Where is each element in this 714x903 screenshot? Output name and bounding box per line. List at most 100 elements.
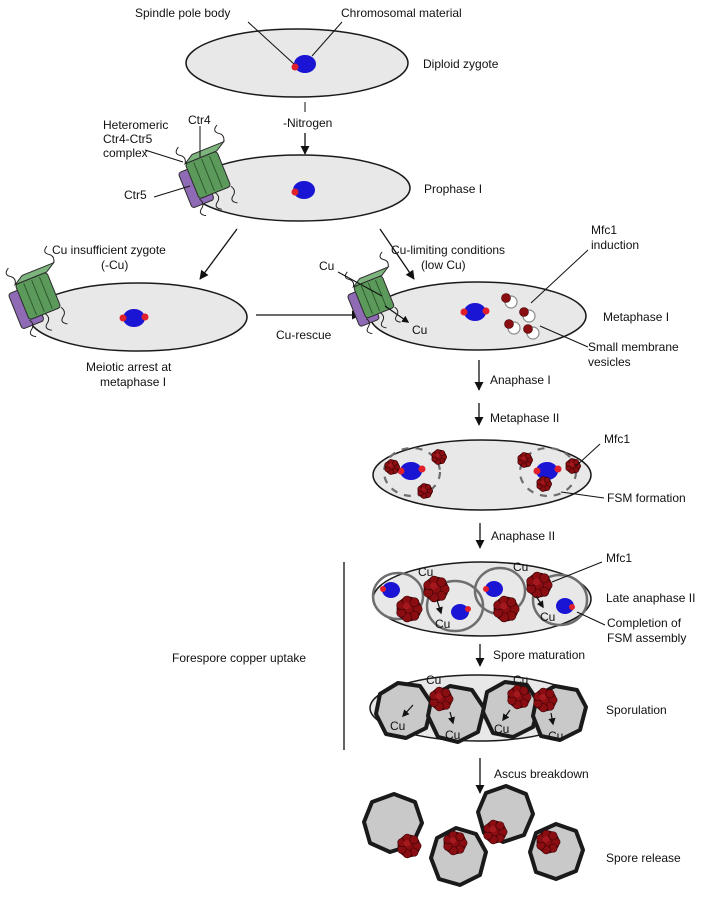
nucleus-icon [294, 55, 316, 73]
cu-label: Cu [445, 728, 460, 742]
cu-label: Cu [418, 565, 433, 579]
spore-icon [528, 822, 585, 881]
ascus-breakdown-label: Ascus breakdown [494, 767, 589, 781]
heteromeric-label-1: Heteromeric [103, 118, 168, 132]
vesicle-group [501, 293, 540, 340]
vesicle-icon [504, 319, 521, 335]
cu-label: Cu [435, 617, 450, 631]
mfc1-particle-icon [526, 571, 553, 599]
diploid-zygote-label: Diploid zygote [423, 57, 499, 71]
mfc1-group [384, 449, 582, 499]
cu-label: Cu [494, 722, 509, 736]
nucleus-icon [485, 581, 503, 597]
mfc1-label-1: Mfc1 [604, 432, 630, 446]
cu-label: Cu [426, 673, 441, 687]
cu-label: Cu [513, 560, 528, 574]
small-vesicles-label-2: vesicles [588, 355, 631, 369]
mfc1-particle-icon [565, 458, 582, 474]
spindle-pole-body-label: Spindle pole body [135, 6, 230, 20]
metaphase-ii-label: Metaphase II [490, 411, 559, 425]
spindle-pole-body-icon [554, 465, 562, 473]
spindle-pole-body-icon [460, 308, 468, 316]
fsm-formation-label: FSM formation [607, 491, 686, 505]
metaphase-i-label: Metaphase I [603, 310, 669, 324]
spindle-pole-body-icon [380, 586, 386, 592]
mfc1-particle-icon [536, 829, 561, 855]
nucleus-icon [536, 462, 558, 480]
nucleus-icon [556, 598, 574, 614]
vesicle-icon [523, 324, 540, 340]
spindle-pole-body-icon [291, 63, 299, 71]
spindle-pole-body-icon [483, 586, 489, 592]
cu-insufficient-label-1: Cu insufficient zygote [52, 243, 166, 257]
metaphase-i-cell [369, 281, 587, 351]
completion-label-2: FSM assembly [607, 631, 686, 645]
heteromeric-channel-icon [175, 124, 238, 217]
nitrogen-label: -Nitrogen [283, 116, 332, 130]
mfc1-particle-icon [443, 830, 468, 856]
nucleus-icon [123, 309, 145, 327]
mfc1-group [396, 571, 553, 623]
cu-label: Cu [513, 673, 528, 687]
prophase-cell [189, 154, 411, 222]
nucleus-icon [464, 303, 486, 321]
mfc1-particle-icon [533, 687, 558, 713]
fsm-ring [531, 573, 589, 627]
meiotic-arrest-label-2: metaphase I [100, 375, 166, 389]
spore-maturation-label: Spore maturation [493, 648, 585, 662]
fsm-ring [382, 446, 442, 498]
heteromeric-label-2: Ctr4-Ctr5 [103, 132, 153, 146]
cu-label: Cu [548, 729, 563, 743]
mfc1-particle-icon [493, 595, 520, 623]
fsm-ring [425, 579, 485, 633]
mfc1-particle-icon [536, 476, 553, 492]
mfc1-group [429, 684, 558, 713]
nucleus-icon [293, 181, 315, 199]
mfc1-group [397, 819, 561, 859]
mfc1-particle-icon [507, 684, 532, 710]
spindle-pole-body-icon [418, 465, 426, 473]
sporulation-label: Sporulation [606, 703, 667, 717]
mfc1-label-2: Mfc1 [606, 551, 632, 565]
cu-outside-label: Cu [319, 259, 334, 273]
chromosomal-material-label: Chromosomal material [341, 6, 462, 20]
released-spores [362, 784, 585, 887]
mfc1-particle-icon [483, 819, 508, 845]
nucleus-icon [382, 582, 400, 598]
branch-arrow-right [379, 228, 415, 280]
diploid-zygote-cell [185, 28, 409, 98]
nucleus-icon [400, 462, 422, 480]
mfc1-particle-icon [384, 459, 401, 475]
cu-inside-label: Cu [412, 323, 427, 337]
ctr5-label: Ctr5 [124, 188, 147, 202]
mfc1-particle-icon [397, 833, 422, 859]
metaphase-ii-cell [372, 439, 592, 511]
heteromeric-channel-icon [5, 245, 68, 338]
arrested-cell [28, 282, 248, 352]
anaphase-i-label: Anaphase I [490, 373, 551, 387]
late-anaphase-ii-label: Late anaphase II [606, 591, 695, 605]
forespore-copper-uptake-label: Forespore copper uptake [172, 651, 306, 665]
mfc1-particle-icon [517, 452, 534, 468]
spore-release-label: Spore release [606, 851, 681, 865]
cu-limiting-label-1: Cu-limiting conditions [391, 243, 505, 257]
completion-label-1: Completion of [607, 616, 682, 630]
mfc1-particle-icon [423, 575, 450, 603]
cu-insufficient-label-2: (-Cu) [101, 258, 128, 272]
vesicle-icon [519, 307, 536, 323]
nucleus-icon [451, 604, 469, 620]
spindle-pole-body-icon [482, 307, 490, 315]
spindle-pole-body-icon [119, 314, 127, 322]
ctr4-label: Ctr4 [188, 113, 211, 127]
cu-label: Cu [390, 719, 405, 733]
meiotic-arrest-label-1: Meiotic arrest at [86, 360, 172, 374]
mfc1-particle-icon [396, 595, 423, 623]
vesicle-icon [501, 293, 518, 309]
cu-label: Cu [540, 610, 555, 624]
spindle-pole-body-icon [397, 467, 405, 475]
mfc1-particle-icon [429, 686, 454, 712]
cu-rescue-label: Cu-rescue [276, 328, 332, 342]
mfc1-induction-label-2: induction [591, 238, 639, 252]
spindle-pole-body-icon [533, 467, 541, 475]
